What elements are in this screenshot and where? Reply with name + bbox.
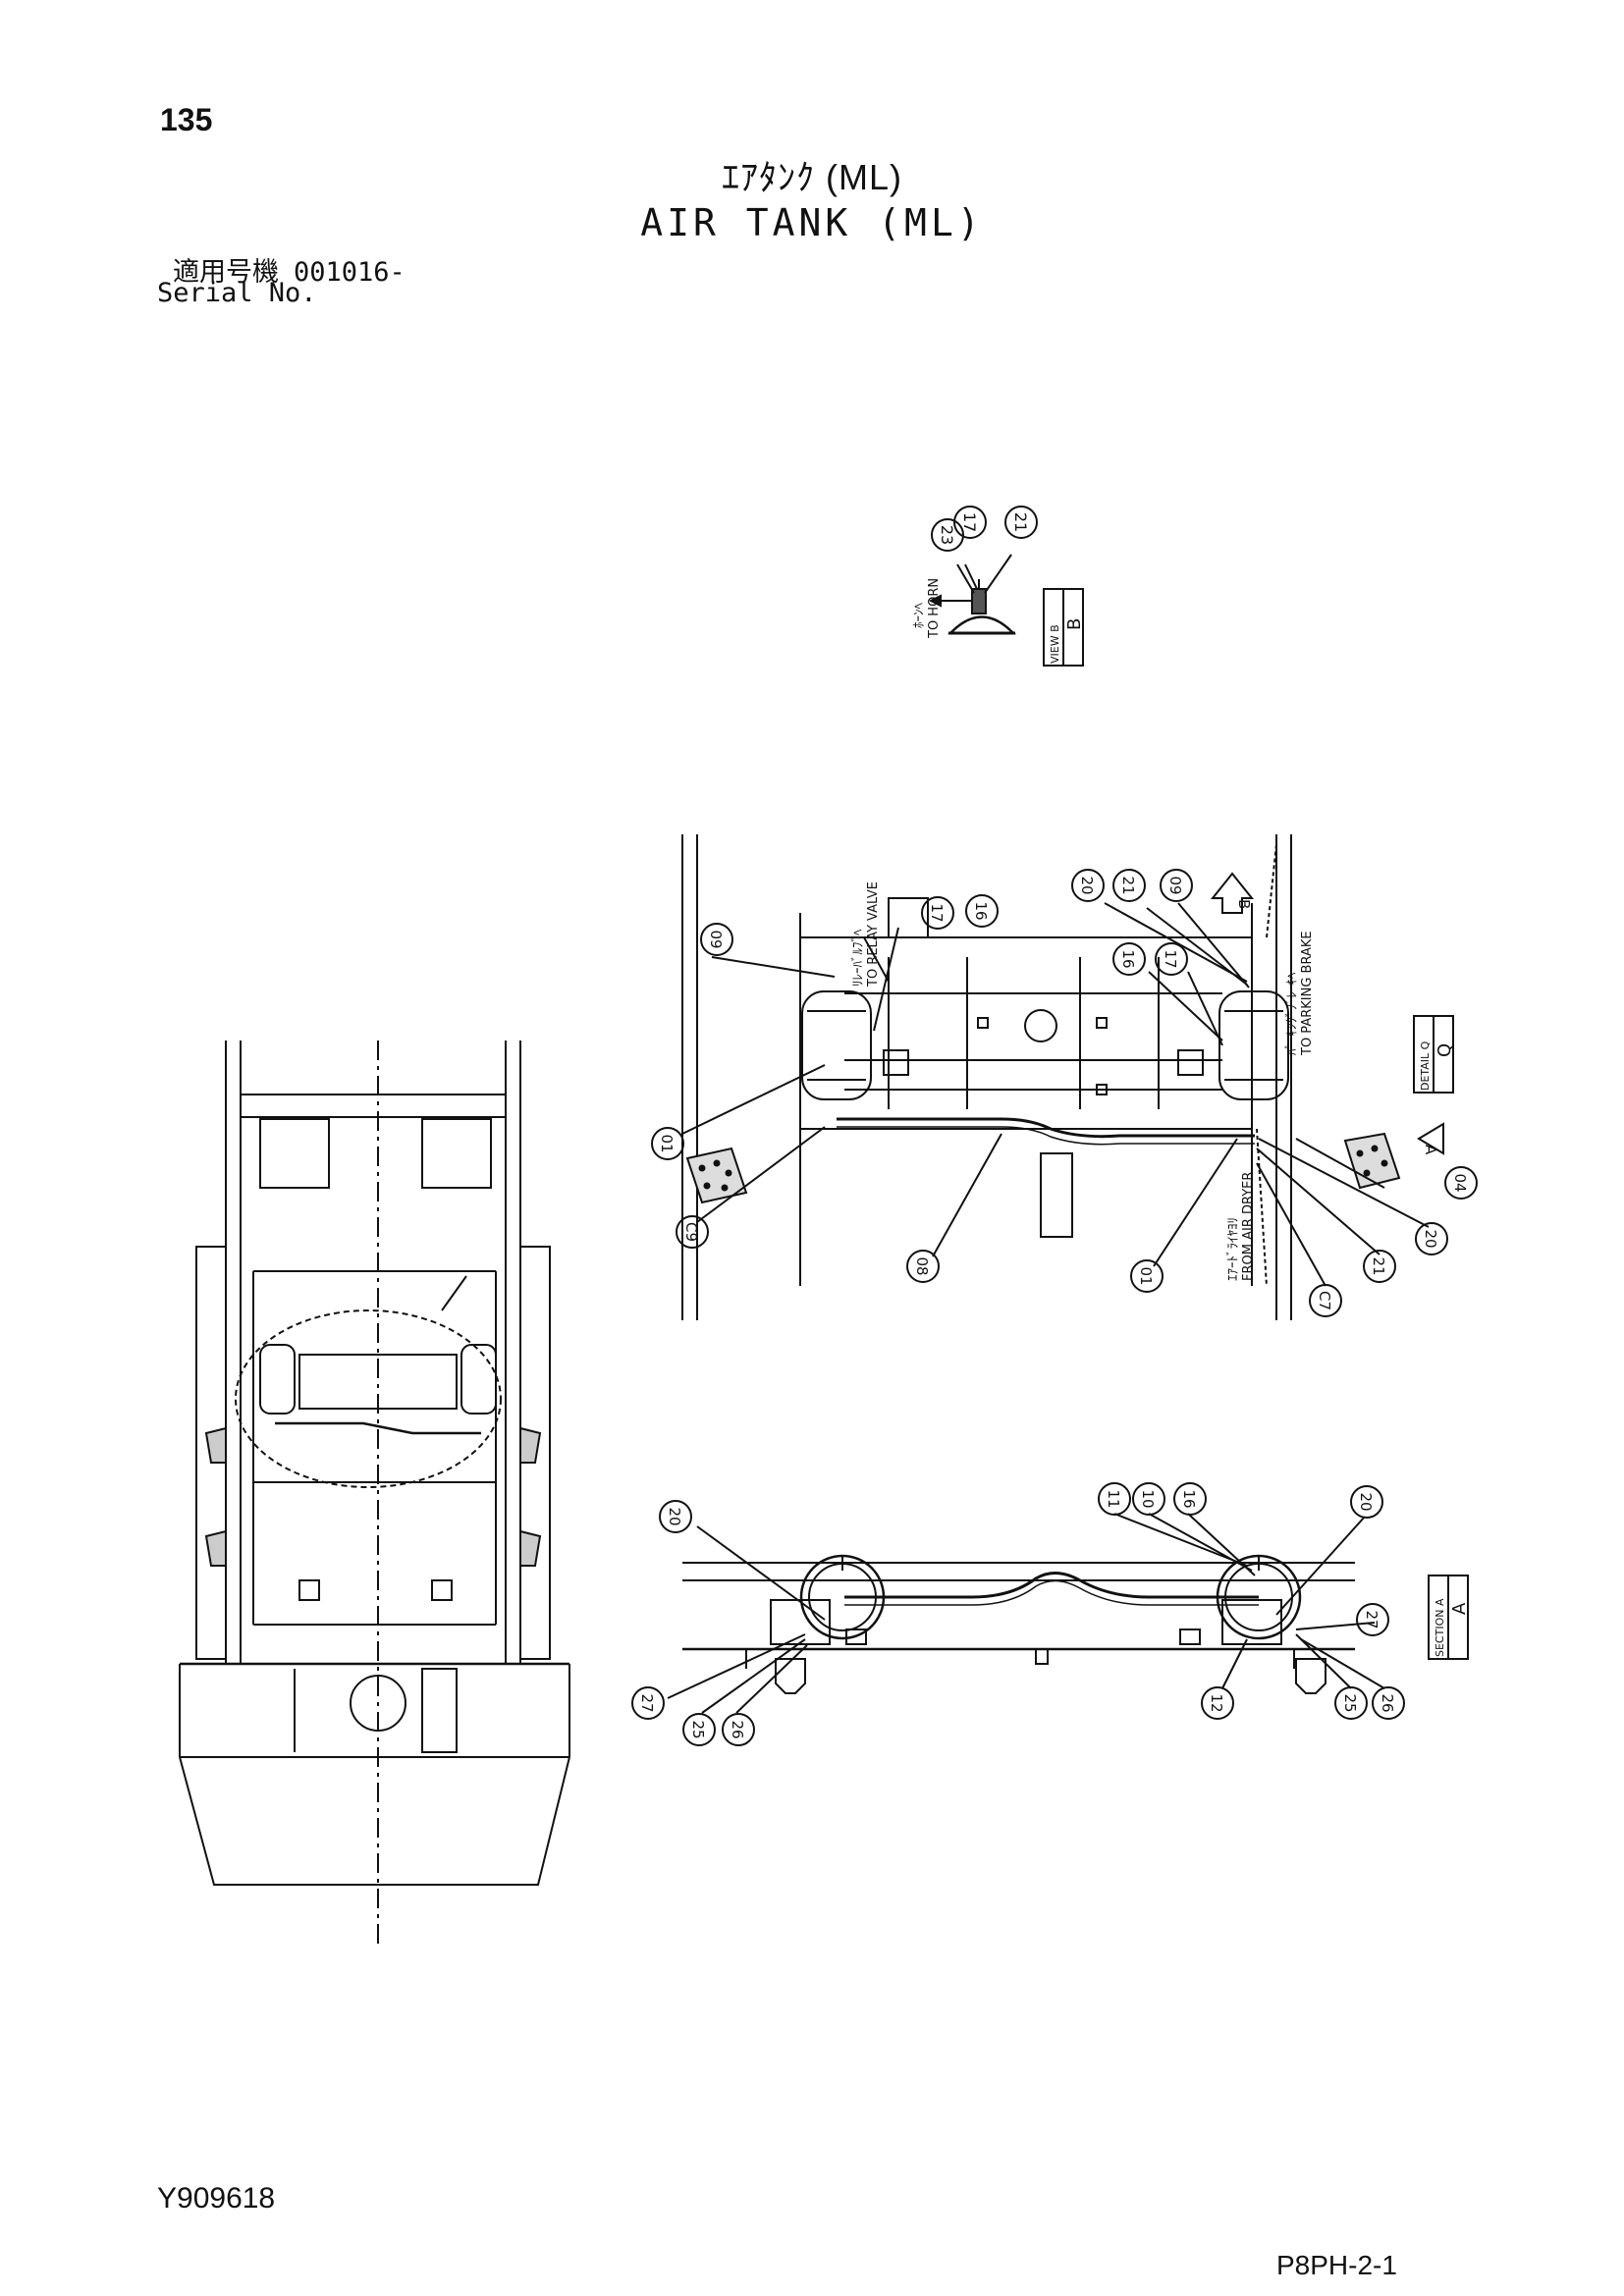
note-to-horn: TO HORN — [927, 578, 942, 639]
note-air-dryer: FROM AIR DRYER — [1241, 1172, 1256, 1281]
note-to-horn-ja: ﾎｰﾝﾍ — [912, 603, 927, 629]
callout-sa25b-label: 25 — [1341, 1693, 1359, 1712]
callout-sa25a-label: 25 — [689, 1720, 707, 1738]
callout-21b-label: 21 — [1370, 1256, 1387, 1275]
callout-25: 25 — [682, 1713, 716, 1746]
callout-12: 12 — [1201, 1686, 1234, 1720]
callout-25: 25 — [1334, 1686, 1368, 1720]
note-parking-brake: TO PARKING BRAKE — [1300, 931, 1315, 1056]
page-title: AIR TANK (ML) — [640, 201, 984, 244]
callout-20: 20 — [1350, 1485, 1383, 1519]
callout-16: 16 — [965, 894, 999, 928]
section-a-label: SECTION A — [1434, 1598, 1446, 1657]
callout-16: 16 — [1173, 1482, 1207, 1516]
callout-c9: C9 — [676, 1215, 709, 1249]
callout-04-label: 04 — [1451, 1173, 1469, 1192]
callout-11: 11 — [1098, 1482, 1131, 1516]
callout-04: 04 — [1444, 1166, 1478, 1200]
callout-c7: C7 — [1309, 1284, 1342, 1317]
callout-21: 21 — [1363, 1250, 1396, 1283]
callout-20: 20 — [659, 1500, 692, 1533]
callout-sa20b-label: 20 — [1357, 1492, 1375, 1511]
callout-20: 20 — [1071, 869, 1105, 902]
serial-label-english: Serial No. — [157, 278, 317, 308]
serial-label-japanese: 適用号機 001016- — [173, 250, 406, 289]
callout-17a-label: 17 — [928, 903, 946, 922]
callout-12-label: 12 — [1208, 1693, 1225, 1712]
callout-09: 09 — [1160, 869, 1193, 902]
callout-17: 17 — [953, 506, 987, 539]
detail-q-label: DETAIL Q — [1419, 1041, 1432, 1091]
section-a-letter: A — [1449, 1602, 1470, 1615]
callout-23-label: 23 — [938, 525, 956, 545]
document-code: Y909618 — [157, 2182, 276, 2215]
note-parking-ja: ﾊﾟｰｷﾝｸﾞﾌﾞﾚｰｷﾍ — [1285, 972, 1300, 1055]
callout-21-label: 21 — [1011, 512, 1030, 532]
serial-value: 001016- — [294, 257, 406, 288]
detail-q-drawing — [681, 834, 1444, 1320]
title-japanese: ｴｱﾀﾝｸ (ML) — [722, 157, 902, 197]
serial-label-ja-text: 適用号機 — [173, 257, 279, 287]
callout-01: 01 — [1130, 1259, 1164, 1293]
callout-17-label: 17 — [960, 512, 979, 532]
callout-09a-label: 09 — [707, 930, 725, 948]
callout-c9-label: C9 — [682, 1222, 700, 1242]
callout-26: 26 — [1372, 1686, 1405, 1720]
callout-16b-label: 16 — [1119, 949, 1137, 968]
callout-23: 23 — [931, 518, 964, 552]
note-relay-ja: ﾘﾚｰﾊﾞﾙﾌﾞﾍ — [851, 929, 866, 987]
section-a-label-box: A SECTION A — [1428, 1575, 1470, 1660]
callout-17: 17 — [921, 896, 954, 930]
callout-sa20a-label: 20 — [666, 1507, 683, 1525]
callout-16a-label: 16 — [972, 901, 990, 920]
callout-09: 09 — [700, 923, 733, 956]
note-dryer-ja: ｴｱｰﾄﾞﾗｲﾔﾖﾘ — [1226, 1217, 1241, 1281]
callout-sa16-label: 16 — [1180, 1489, 1198, 1508]
callout-17: 17 — [1155, 942, 1188, 976]
callout-10-label: 10 — [1139, 1489, 1157, 1508]
view-b-label-box: B VIEW B — [1043, 588, 1085, 667]
callout-21: 21 — [1004, 506, 1038, 539]
overall-frame-view — [179, 1041, 570, 1944]
callout-20a-label: 20 — [1078, 876, 1096, 894]
callout-sa26b-label: 26 — [1379, 1693, 1396, 1712]
view-b-arrow-letter: B — [1235, 899, 1253, 909]
view-b-label: VIEW B — [1049, 624, 1061, 664]
callout-11-label: 11 — [1105, 1489, 1122, 1508]
callout-21: 21 — [1112, 869, 1146, 902]
detail-q-letter: Q — [1435, 1043, 1455, 1057]
callout-20: 20 — [1415, 1222, 1448, 1255]
detail-q-label-box: Q DETAIL Q — [1413, 1015, 1455, 1094]
callout-c7-label: C7 — [1316, 1291, 1333, 1310]
callout-20b-label: 20 — [1422, 1229, 1439, 1248]
callout-10: 10 — [1132, 1482, 1165, 1516]
callout-16: 16 — [1112, 942, 1146, 976]
callout-01b-label: 01 — [1137, 1266, 1155, 1285]
view-b-letter: B — [1064, 618, 1085, 630]
note-relay-valve: TO RELAY VALVE — [866, 881, 881, 988]
callout-17b-label: 17 — [1162, 949, 1179, 968]
callout-sa27b-label: 27 — [1363, 1610, 1380, 1629]
page-number: 135 — [160, 102, 213, 137]
callout-27: 27 — [1356, 1603, 1389, 1636]
callout-01: 01 — [651, 1127, 684, 1160]
callout-sa26a-label: 26 — [729, 1720, 746, 1738]
callout-08: 08 — [906, 1250, 940, 1283]
callout-01a-label: 01 — [658, 1134, 676, 1152]
page-code: P8PH-2-1 — [1276, 2250, 1397, 2280]
section-a-drawing — [667, 1513, 1385, 1714]
callout-26: 26 — [722, 1713, 755, 1746]
section-a-arrow-letter: A — [1422, 1145, 1439, 1155]
callout-08-label: 08 — [913, 1256, 931, 1275]
callout-sa27a-label: 27 — [638, 1693, 656, 1712]
callout-27: 27 — [631, 1686, 665, 1720]
callout-09b-label: 09 — [1166, 876, 1184, 894]
view-b-drawing — [928, 554, 1016, 635]
callout-21a-label: 21 — [1119, 876, 1137, 894]
